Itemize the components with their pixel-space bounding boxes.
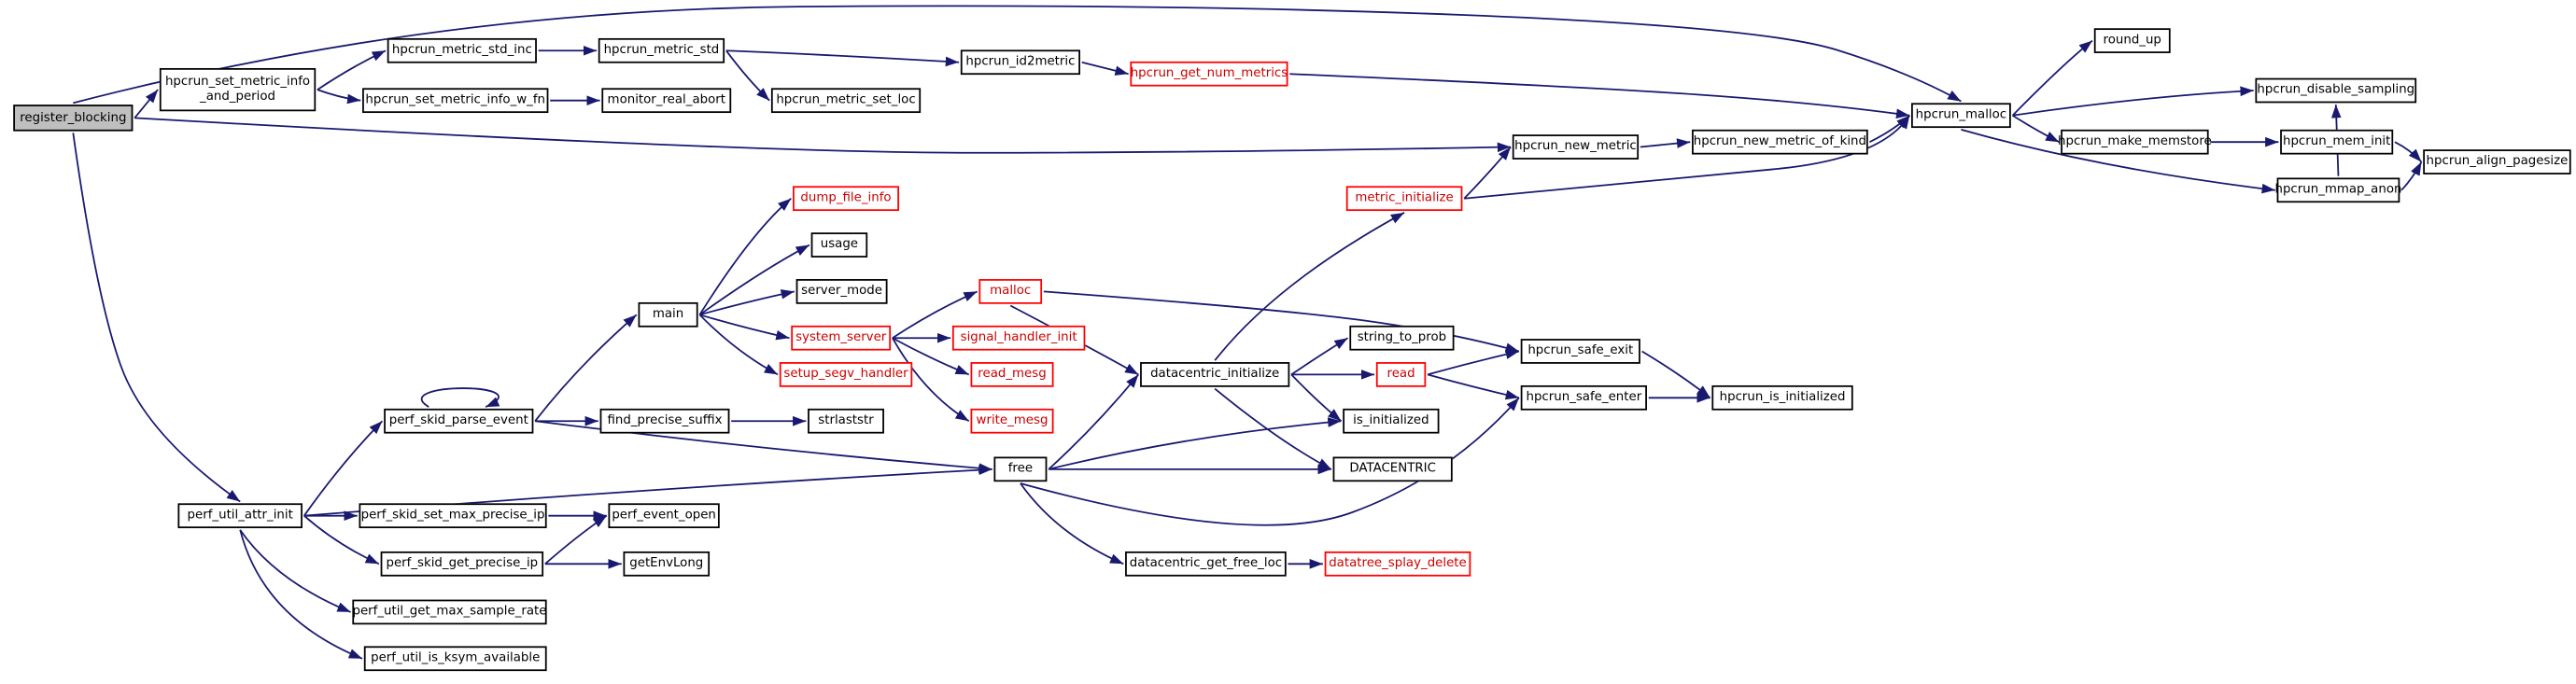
edge-perf_util_attr_init-to-perf_util_get_max_sample_rate: [239, 529, 351, 613]
edge-hpcrun_new_metric_of_kind-to-hpcrun_malloc: [1869, 115, 1910, 143]
node-find_precise_suffix[interactable]: find_precise_suffix: [599, 408, 730, 434]
edge-free-to-hpcrun_safe_enter: [1020, 397, 1520, 526]
node-server_mode[interactable]: server_mode: [795, 279, 888, 304]
edge-hpcrun_malloc-to-hpcrun_mmap_anon: [1961, 128, 2275, 194]
edge-register_blocking-to-hpcrun_malloc: [73, 5, 1962, 105]
edge-free-to-datacentric_initialize: [1048, 373, 1139, 470]
node-hpcrun_is_initialized[interactable]: hpcrun_is_initialized: [1711, 384, 1853, 411]
edge-hpcrun_malloc-to-hpcrun_disable_sampling: [2012, 86, 2254, 117]
edge-perf_util_attr_init-to-perf_util_is_ksym_available: [239, 529, 363, 660]
node-perf_skid_parse_event[interactable]: perf_skid_parse_event: [384, 408, 534, 434]
edge-hpcrun_set_metric_info_and_period-to-hpcrun_set_metric_info_w_fn: [317, 89, 361, 105]
edge-malloc-to-hpcrun_safe_exit: [1043, 290, 1520, 353]
node-perf_util_attr_init[interactable]: perf_util_attr_init: [177, 503, 303, 529]
node-usage[interactable]: usage: [810, 232, 868, 258]
edge-metric_initialize-to-hpcrun_new_metric: [1463, 146, 1512, 200]
node-register_blocking[interactable]: register_blocking: [13, 105, 134, 132]
node-hpcrun_metric_std_inc[interactable]: hpcrun_metric_std_inc: [387, 37, 537, 63]
edge-datacentric_initialize-to-string_to_prob: [1290, 337, 1349, 376]
edge-hpcrun_safe_exit-to-hpcrun_is_initialized: [1641, 350, 1711, 399]
node-setup_segv_handler[interactable]: setup_segv_handler: [779, 362, 913, 387]
edge-perf_skid_parse_event-to-free: [535, 420, 992, 473]
edge-hpcrun_malloc-to-round_up: [2011, 39, 2093, 117]
node-hpcrun_get_num_metrics[interactable]: hpcrun_get_num_metrics: [1130, 61, 1288, 87]
edge-perf_skid_parse_event-to-perf_skid_parse_event: [420, 387, 500, 408]
edge-hpcrun_mmap_anon-to-hpcrun_align_pagesize: [2400, 161, 2423, 191]
node-datacentric_initialize[interactable]: datacentric_initialize: [1140, 362, 1290, 387]
edge-register_blocking-to-hpcrun_new_metric: [134, 117, 1512, 154]
node-perf_event_open[interactable]: perf_event_open: [608, 503, 720, 529]
node-perf_util_is_ksym_available[interactable]: perf_util_is_ksym_available: [363, 646, 547, 672]
edge-main-to-dump_file_info: [698, 198, 792, 315]
node-perf_skid_set_max_precise_ip[interactable]: perf_skid_set_max_precise_ip: [359, 503, 547, 529]
node-hpcrun_safe_enter[interactable]: hpcrun_safe_enter: [1520, 384, 1647, 411]
edge-datacentric_initialize-to-is_initialized: [1290, 373, 1343, 422]
node-getEnvLong[interactable]: getEnvLong: [623, 551, 711, 577]
edge-datacentric_initialize-to-DATACENTRIC: [1214, 387, 1332, 470]
node-metric_initialize[interactable]: metric_initialize: [1345, 186, 1463, 212]
node-dump_file_info[interactable]: dump_file_info: [793, 186, 899, 212]
node-round_up[interactable]: round_up: [2093, 28, 2171, 53]
edge-system_server-to-write_mesg: [892, 337, 970, 422]
edge-system_server-to-read_mesg: [892, 337, 970, 376]
edge-main-to-system_server: [699, 314, 790, 341]
node-perf_util_get_max_sample_rate[interactable]: perf_util_get_max_sample_rate: [352, 599, 547, 625]
edge-register_blocking-to-perf_util_attr_init: [72, 133, 241, 503]
edge-perf_skid_parse_event-to-main: [534, 314, 638, 422]
node-malloc[interactable]: malloc: [978, 279, 1043, 304]
node-hpcrun_metric_std[interactable]: hpcrun_metric_std: [598, 37, 725, 63]
edge-metric_initialize-to-hpcrun_malloc: [1464, 115, 1910, 200]
edge-read-to-hpcrun_safe_enter: [1427, 373, 1520, 400]
node-hpcrun_new_metric[interactable]: hpcrun_new_metric: [1512, 134, 1640, 160]
edge-hpcrun_id2metric-to-hpcrun_get_num_metrics: [1081, 61, 1129, 76]
node-system_server[interactable]: system_server: [791, 325, 892, 351]
node-datacentric_get_free_loc[interactable]: datacentric_get_free_loc: [1125, 551, 1287, 577]
edge-read-to-hpcrun_safe_exit: [1427, 349, 1520, 376]
node-hpcrun_new_metric_of_kind[interactable]: hpcrun_new_metric_of_kind: [1692, 129, 1868, 155]
edge-system_server-to-malloc: [892, 290, 978, 339]
node-perf_skid_get_precise_ip[interactable]: perf_skid_get_precise_ip: [380, 551, 544, 577]
node-strlaststr[interactable]: strlaststr: [808, 408, 884, 434]
edge-hpcrun_metric_std-to-hpcrun_id2metric: [725, 49, 960, 67]
node-hpcrun_disable_sampling[interactable]: hpcrun_disable_sampling: [2255, 77, 2417, 104]
edge-main-to-server_mode: [699, 289, 795, 316]
node-hpcrun_make_memstore[interactable]: hpcrun_make_memstore: [2058, 129, 2212, 155]
node-string_to_prob[interactable]: string_to_prob: [1349, 325, 1455, 351]
edge-hpcrun_get_num_metrics-to-hpcrun_malloc: [1289, 73, 1910, 119]
node-hpcrun_id2metric[interactable]: hpcrun_id2metric: [960, 49, 1080, 76]
node-free[interactable]: free: [993, 456, 1048, 482]
node-read_mesg[interactable]: read_mesg: [970, 362, 1054, 387]
node-hpcrun_malloc[interactable]: hpcrun_malloc: [1911, 103, 2011, 129]
node-write_mesg[interactable]: write_mesg: [970, 408, 1054, 434]
node-hpcrun_safe_exit[interactable]: hpcrun_safe_exit: [1520, 339, 1640, 364]
node-hpcrun_mem_init[interactable]: hpcrun_mem_init: [2280, 129, 2394, 155]
node-DATACENTRIC[interactable]: DATACENTRIC: [1332, 456, 1453, 482]
node-datatree_splay_delete[interactable]: datatree_splay_delete: [1324, 551, 1471, 577]
node-is_initialized[interactable]: is_initialized: [1343, 408, 1440, 434]
node-hpcrun_metric_set_loc[interactable]: hpcrun_metric_set_loc: [770, 88, 922, 114]
node-read[interactable]: read: [1375, 362, 1427, 387]
edge-main-to-usage: [698, 244, 810, 316]
edge-perf_util_attr_init-to-perf_skid_get_precise_ip: [303, 515, 380, 565]
edge-perf_skid_get_precise_ip-to-perf_event_open: [544, 514, 608, 565]
edge-hpcrun_set_metric_info_and_period-to-hpcrun_metric_std_inc: [317, 49, 387, 91]
edge-datacentric_initialize-to-metric_initialize: [1214, 212, 1405, 361]
node-main[interactable]: main: [638, 301, 698, 328]
edge-register_blocking-to-hpcrun_set_metric_info_and_period: [134, 89, 159, 119]
edge-free-to-is_initialized: [1048, 417, 1342, 470]
node-hpcrun_set_metric_info_w_fn[interactable]: hpcrun_set_metric_info_w_fn: [362, 88, 549, 114]
edge-hpcrun_mem_init-to-hpcrun_align_pagesize: [2394, 141, 2423, 163]
node-hpcrun_mmap_anon[interactable]: hpcrun_mmap_anon: [2274, 177, 2401, 203]
edge-hpcrun_malloc-to-hpcrun_make_memstore: [2012, 114, 2060, 143]
edge-perf_util_attr_init-to-perf_skid_parse_event: [303, 420, 384, 517]
edge-hpcrun_new_metric-to-hpcrun_new_metric_of_kind: [1640, 138, 1691, 148]
node-monitor_real_abort[interactable]: monitor_real_abort: [601, 88, 732, 114]
node-hpcrun_set_metric_info_and_period[interactable]: hpcrun_set_metric_info _and_period: [159, 67, 317, 112]
edge-free-to-datacentric_get_free_loc: [1020, 482, 1124, 565]
node-signal_handler_init[interactable]: signal_handler_init: [951, 325, 1086, 351]
edge-hpcrun_metric_std-to-hpcrun_metric_set_loc: [725, 49, 770, 102]
node-hpcrun_align_pagesize[interactable]: hpcrun_align_pagesize: [2423, 149, 2571, 174]
edge-main-to-setup_segv_handler: [698, 314, 779, 376]
